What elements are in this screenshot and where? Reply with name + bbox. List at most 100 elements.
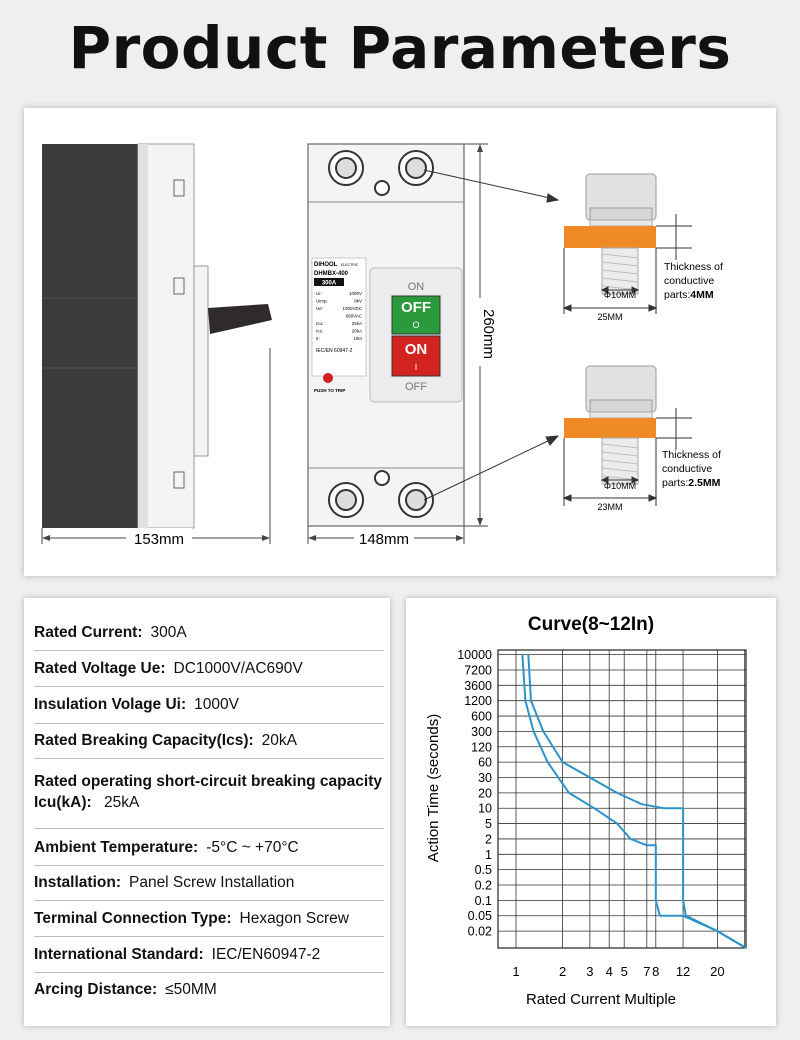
x-tick-label: 8	[652, 964, 659, 979]
y-tick-label: 0.02	[468, 925, 492, 939]
side-view	[42, 143, 272, 529]
switch-off-label: OFF	[405, 381, 427, 393]
y-tick-label: 120	[471, 740, 492, 754]
x-tick-label: 2	[559, 964, 566, 979]
dimensions-panel: DIHOOL ELECTRIC DHMBX-400 300A Ui: 1000V U…	[24, 108, 776, 576]
y-tick-label: 3600	[464, 679, 492, 693]
param-value: 25kA	[104, 794, 140, 811]
model-label: DHMBX-400	[314, 271, 349, 277]
spec-key: Ue:	[316, 306, 323, 311]
brand-label: DIHOOL	[314, 262, 338, 268]
param-value: Hexagon Screw	[239, 909, 349, 927]
param-label: Arcing Distance:	[34, 981, 158, 998]
spec-value: 20kA	[352, 329, 362, 334]
spec-value: 1000VDC	[342, 306, 362, 311]
spec-value: 1000V	[349, 291, 362, 296]
param-row-international-standard: International Standard: IEC/EN60947-2	[34, 937, 384, 973]
y-tick-label: 0.05	[468, 909, 492, 923]
spec-value: 690VAC	[346, 314, 363, 319]
y-tick-label: 5	[485, 817, 492, 831]
param-value: -5°C ~ +70°C	[206, 838, 299, 856]
param-row-rated-voltage: Rated Voltage Ue: DC1000V/AC690V	[34, 651, 384, 687]
bottom-thickness-line2: conductive	[662, 463, 712, 475]
param-row-breaking-capacity: Rated Breaking Capacity(Ics):20kA	[34, 724, 384, 759]
param-label: Insulation Volage Ui:	[34, 696, 187, 713]
off-button	[391, 295, 441, 335]
x-tick-label: 12	[676, 964, 690, 979]
trip-curve-line-2	[527, 654, 747, 949]
x-tick-label: 1	[512, 964, 519, 979]
param-value: Panel Screw Installation	[128, 874, 295, 891]
y-tick-label: 10	[478, 802, 492, 816]
y-tick-label: 0.2	[475, 879, 492, 893]
x-tick-label: 5	[621, 964, 628, 979]
spec-value: 10In	[353, 336, 362, 341]
param-label: Ambient Temperature:	[34, 838, 199, 856]
bottom-thickness-line1: Thickness of	[662, 449, 721, 461]
param-row-rated-current: Rated Current:300A	[34, 616, 384, 651]
param-row-ambient-temperature: Ambient Temperature: -5°C ~ +70°C	[34, 830, 384, 866]
chart-series	[521, 654, 747, 949]
brand-sub-label: ELECTRIC	[341, 263, 359, 267]
param-label: Rated Voltage Ue:	[34, 659, 166, 677]
param-row-terminal-connection: Terminal Connection Type:Hexagon Screw	[34, 901, 384, 937]
page-title: Product Parameters	[68, 14, 732, 82]
switch-on-label: ON	[408, 281, 425, 293]
y-tick-label: 1	[485, 848, 492, 862]
y-tick-label: 300	[471, 725, 492, 739]
param-value: DC1000V/AC690V	[173, 659, 303, 677]
off-button-label: OFF	[401, 299, 431, 316]
top-terminal-width: 25MM	[597, 312, 622, 322]
param-value: IEC/EN60947-2	[211, 945, 321, 963]
spec-key: Ui:	[316, 291, 322, 296]
svg-text:parts:4MM: parts:4MM	[664, 289, 714, 301]
y-tick-label: 30	[478, 771, 492, 785]
top-thickness-line2: conductive	[664, 275, 714, 287]
param-row-insulation-voltage: Insulation Volage Ui:1000V	[34, 687, 384, 724]
spec-table: Ui:1000VUimp:8kVUe:1000VDC690VACIcu:25kA…	[316, 291, 363, 341]
y-tick-label: 20	[478, 786, 492, 800]
on-button	[391, 335, 441, 377]
x-axis-label: Rated Current Multiple	[526, 991, 676, 1008]
push-to-trip-label: PUSH TO TRIP	[314, 388, 345, 393]
y-tick-label: 0.5	[475, 863, 492, 877]
top-thickness-value: 4MM	[690, 289, 714, 301]
height-dimension: 260mm	[480, 309, 497, 359]
param-row-short-circuit-capacity: Rated operating short-circuit breaking c…	[34, 759, 384, 829]
device-standard-label: IEC/EN 60947-2	[316, 348, 353, 354]
x-tick-label: 7	[643, 964, 650, 979]
param-label: International Standard:	[34, 945, 204, 963]
spec-key: Uimp:	[316, 299, 328, 304]
bottom-thickness-value: 2.5MM	[688, 477, 720, 489]
bottom-terminal-width: 23MM	[597, 502, 622, 512]
spec-value: 8kV	[354, 299, 362, 304]
plot-frame	[497, 649, 747, 949]
y-tick-label: 0.1	[475, 894, 492, 908]
x-tick-label: 20	[710, 964, 724, 979]
trip-curve-line-1	[521, 654, 747, 949]
x-tick-label: 4	[606, 964, 613, 979]
param-label: Installation:	[34, 874, 121, 891]
rating-label: 300A	[322, 281, 337, 287]
param-row-installation: Installation: Panel Screw Installation	[34, 866, 384, 901]
y-axis-label: Action Time (seconds)	[425, 714, 442, 862]
param-label: Rated operating short-circuit breaking c…	[34, 773, 382, 811]
width-dimension: 148mm	[359, 531, 409, 548]
top-bolt-diameter: Φ10MM	[604, 290, 636, 300]
detail-pointers	[423, 169, 560, 501]
terminal-detail-top: Φ10MM 25MM Thickness of conductive parts…	[562, 173, 723, 322]
chart-title: Curve(8~12In)	[528, 614, 654, 635]
param-label: Rated Current:	[34, 624, 143, 641]
y-tick-label: 7200	[464, 663, 492, 677]
terminal-detail-bottom: Φ10MM 23MM Thickness of conductive parts…	[562, 365, 721, 512]
trip-curve-chart: Curve(8~12In) 10000720036001200600300120…	[425, 614, 747, 1008]
y-tick-label: 2	[485, 832, 492, 846]
bottom-bolt-diameter: Φ10MM	[604, 481, 636, 491]
param-value: 20kA	[261, 732, 297, 749]
on-button-mark: I	[415, 362, 418, 372]
spec-value: 25kA	[352, 321, 362, 326]
dimension-arrows	[42, 144, 483, 541]
dimension-drawing: DIHOOL ELECTRIC DHMBX-400 300A Ui: 1000V U…	[41, 143, 723, 548]
